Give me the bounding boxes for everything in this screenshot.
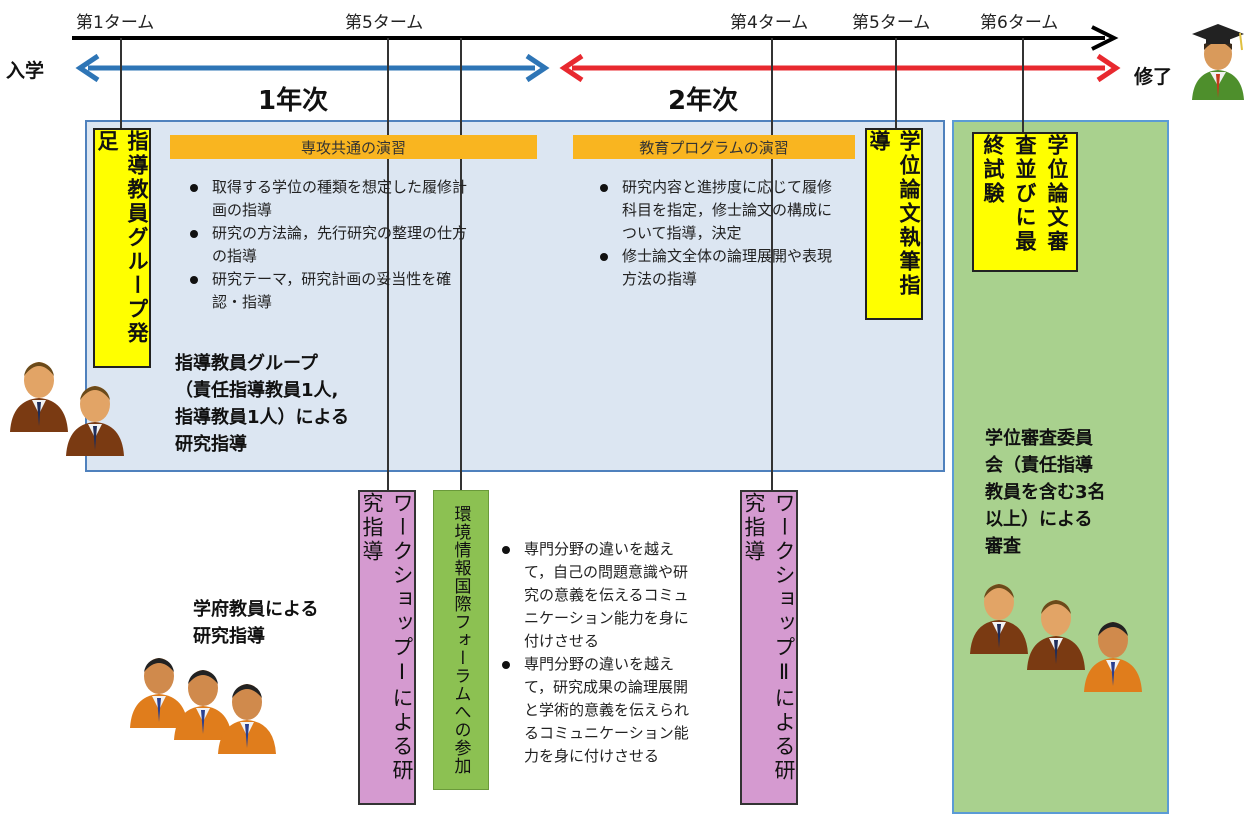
term-label-6: 第6ターム	[980, 13, 1059, 33]
year2-arrow-left-head	[559, 53, 584, 83]
list-item: 研究テーマ，研究計画の妥当性を確認・指導	[186, 268, 478, 314]
workshop-bullet-list: 専門分野の違いを越えて，自己の問題意識や研究の意義を伝えるコミュニケーション能力…	[498, 538, 700, 768]
year2-label: 2年次	[668, 86, 739, 116]
faculty-person-icon	[174, 670, 232, 740]
list-item: 研究内容と進捗度に応じて履修科目を指定，修士論文の構成について指導，決定	[596, 176, 846, 245]
faculty-guidance-text: 学府教員による 研究指導	[193, 599, 319, 647]
committee-text: 学位審査委員 会（責任指導 教員を含む3名 以上）による 審査	[985, 428, 1106, 557]
list-item: 専門分野の違いを越えて，自己の問題意識や研究の意義を伝えるコミュニケーション能力…	[498, 538, 700, 653]
workshop2-box: ワークショップⅡによる研究指導	[740, 490, 798, 805]
start-label: 入学	[6, 60, 45, 82]
year2-bullet-list: 研究内容と進捗度に応じて履修科目を指定，修士論文の構成について指導，決定 修士論…	[596, 176, 846, 291]
program-seminar-band: 教育プログラムの演習	[573, 135, 855, 159]
list-item: 取得する学位の種類を想定した履修計画の指導	[186, 176, 478, 222]
committee-person-icon	[970, 584, 1028, 654]
committee-person-icon	[1084, 622, 1142, 692]
list-item: 研究の方法論，先行研究の整理の仕方の指導	[186, 222, 478, 268]
thesis-exam-box: 学位論文審査並びに最終試験	[972, 132, 1078, 272]
year1-arrow-right-head	[525, 53, 550, 83]
year1-bullet-list: 取得する学位の種類を想定した履修計画の指導 研究の方法論，先行研究の整理の仕方の…	[186, 176, 478, 314]
thesis-writing-box: 学位論文執筆指導	[865, 128, 923, 320]
graduate-student-icon	[1192, 24, 1244, 100]
year1-arrow-left-head	[75, 53, 100, 83]
end-label: 修了	[1134, 66, 1173, 88]
year-guidance-panel	[85, 120, 945, 472]
advisor-group-start-box: 指導教員グループ発足	[93, 128, 151, 368]
term-label-5a: 第5ターム	[345, 13, 424, 33]
term-label-4: 第4ターム	[730, 13, 809, 33]
faculty-person-icon	[130, 658, 188, 728]
committee-person-icon	[1027, 600, 1085, 670]
term-label-5b: 第5ターム	[852, 13, 931, 33]
supervisor-person-icon	[66, 386, 124, 456]
term-label-1: 第1ターム	[76, 13, 155, 33]
list-item: 修士論文全体の論理展開や表現方法の指導	[596, 245, 846, 291]
forum-box: 環境情報国際フォーラムへの参加	[433, 490, 489, 790]
main-timeline-arrowhead	[1091, 25, 1119, 51]
list-item: 専門分野の違いを越えて，研究成果の論理展開と学術的意義を伝えられるコミュニケーシ…	[498, 653, 700, 768]
advisor-guidance-text: 指導教員グループ （責任指導教員1人, 指導教員1人）による 研究指導	[175, 353, 349, 455]
year1-label: 1年次	[258, 86, 329, 116]
workshop1-box: ワークショップⅠによる研究指導	[358, 490, 416, 805]
common-seminar-band: 専攻共通の演習	[170, 135, 537, 159]
faculty-person-icon	[218, 684, 276, 754]
year2-arrow-right-head	[1096, 53, 1121, 83]
supervisor-person-icon	[10, 362, 68, 432]
